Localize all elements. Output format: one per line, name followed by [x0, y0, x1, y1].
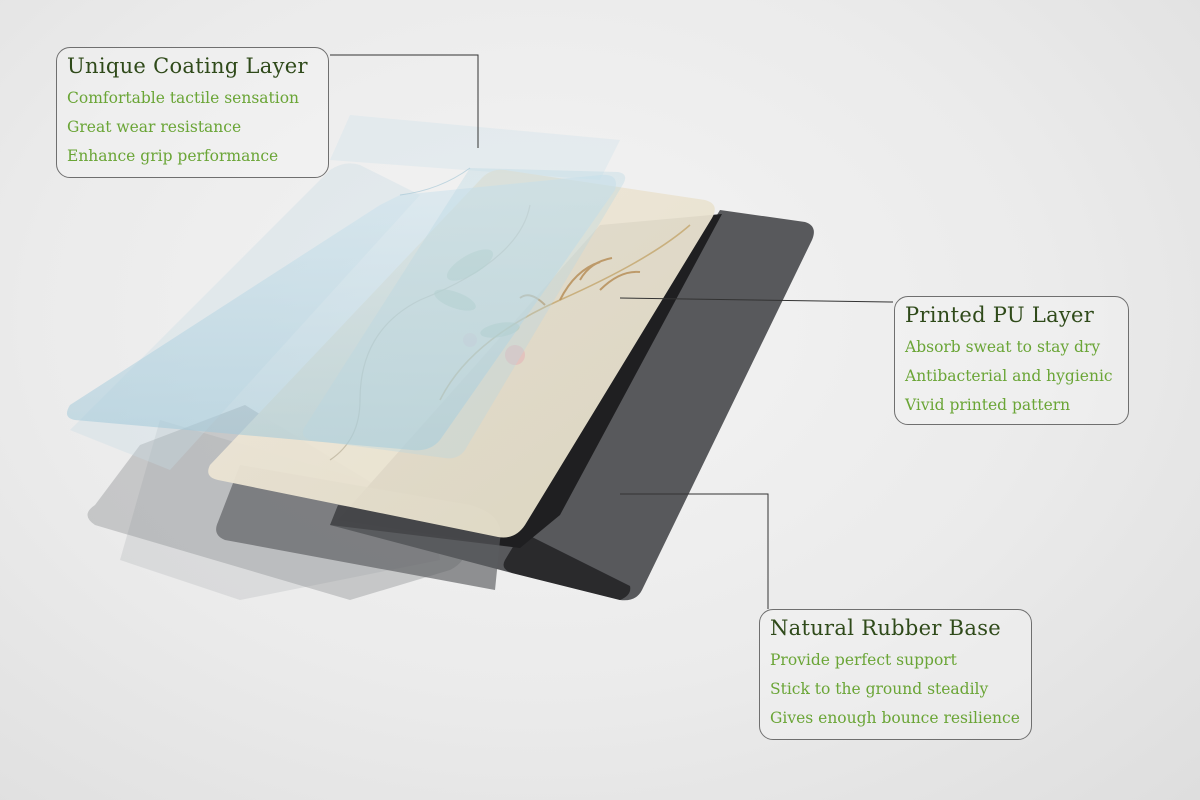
- feature-item: Great wear resistance: [67, 118, 242, 136]
- feature-item: Vivid printed pattern: [905, 396, 1071, 414]
- feature-item: Stick to the ground steadily: [770, 680, 989, 698]
- rubber-ghost: [216, 465, 501, 590]
- feature-item: Enhance grip performance: [67, 147, 279, 165]
- feature-item: Absorb sweat to stay dry: [905, 338, 1101, 356]
- coating-layer-features: Comfortable tactile sensation Great wear…: [67, 84, 318, 171]
- feature-item: Provide perfect support: [770, 651, 957, 669]
- printed-pu-layer-features: Absorb sweat to stay dry Antibacterial a…: [905, 333, 1118, 420]
- printed-pu-layer-title: Printed PU Layer: [905, 303, 1095, 327]
- feature-item: Gives enough bounce resilience: [770, 709, 1020, 727]
- feature-item: Comfortable tactile sensation: [67, 89, 300, 107]
- rubber-base-features: Provide perfect support Stick to the gro…: [770, 646, 1021, 733]
- coating-layer: [66, 167, 626, 459]
- feature-item: Antibacterial and hygienic: [905, 367, 1113, 385]
- rubber-base-callout: Natural Rubber Base Provide perfect supp…: [759, 609, 1032, 740]
- rubber-base-title: Natural Rubber Base: [770, 616, 1002, 640]
- leader-lines: [330, 54, 894, 609]
- coating-layer-callout: Unique Coating Layer Comfortable tactile…: [56, 47, 329, 178]
- printed-pu-layer-callout: Printed PU Layer Absorb sweat to stay dr…: [894, 296, 1129, 425]
- coating-layer-title: Unique Coating Layer: [67, 54, 308, 78]
